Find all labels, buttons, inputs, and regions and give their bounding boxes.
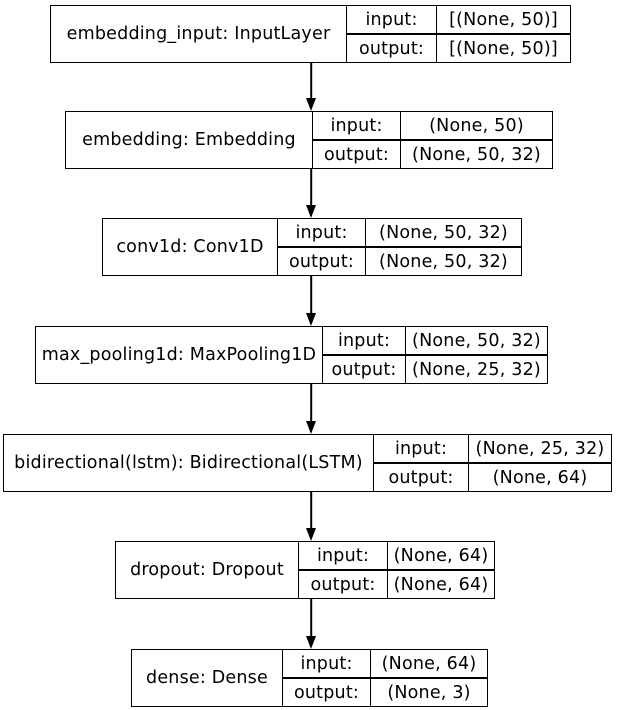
layer-io-table: input: (None, 25, 32) output: (None, 64) (374, 435, 611, 491)
io-output-label: output: (313, 141, 401, 168)
io-output-row: output: (None, 50, 32) (278, 247, 521, 275)
flow-arrow-icon (305, 169, 317, 218)
flow-arrow-icon (305, 599, 317, 649)
io-input-label: input: (323, 327, 406, 354)
io-output-label: output: (278, 248, 366, 275)
io-output-label: output: (299, 571, 388, 598)
io-output-shape: (None, 25, 32) (412, 359, 541, 380)
io-input-shape: (None, 25, 32) (475, 438, 605, 459)
layer-name-label: max_pooling1d: MaxPooling1D (36, 327, 323, 383)
flow-arrow-icon (305, 492, 317, 541)
io-input-shape: [(None, 50)] (449, 9, 558, 30)
layer-node: max_pooling1d: MaxPooling1D input: (None… (35, 326, 548, 384)
io-input-label: input: (347, 6, 437, 33)
io-output-label: output: (374, 464, 469, 491)
layer-io-table: input: [(None, 50)] output: [(None, 50)] (347, 6, 570, 62)
io-output-shape: (None, 64) (492, 467, 588, 488)
io-input-label: input: (374, 435, 469, 462)
layer-io-table: input: (None, 64) output: (None, 64) (299, 542, 494, 598)
io-output-row: output: [(None, 50)] (347, 34, 570, 62)
io-output-label: output: (283, 679, 371, 706)
io-input-row: input: [(None, 50)] (347, 6, 570, 34)
io-input-shape: (None, 50, 32) (412, 330, 541, 351)
io-input-shape: (None, 64) (381, 653, 477, 674)
io-output-row: output: (None, 64) (299, 570, 494, 598)
io-input-label: input: (299, 542, 388, 569)
io-output-row: output: (None, 25, 32) (323, 355, 547, 383)
layer-name-label: dense: Dense (132, 650, 283, 706)
io-output-label: output: (347, 35, 437, 62)
io-input-label: input: (283, 650, 371, 677)
io-input-row: input: (None, 50, 32) (278, 219, 521, 247)
layer-io-table: input: (None, 64) output: (None, 3) (283, 650, 487, 706)
layer-name-label: dropout: Dropout (116, 542, 299, 598)
io-input-label: input: (278, 219, 366, 246)
io-input-row: input: (None, 50, 32) (323, 327, 547, 355)
layer-node: dropout: Dropout input: (None, 64) outpu… (115, 541, 495, 599)
layer-io-table: input: (None, 50, 32) output: (None, 25,… (323, 327, 547, 383)
io-input-shape: (None, 50, 32) (379, 222, 508, 243)
flow-arrow-icon (305, 384, 317, 434)
io-input-row: input: (None, 25, 32) (374, 435, 611, 463)
layer-node: bidirectional(lstm): Bidirectional(LSTM)… (3, 434, 612, 492)
layer-name-label: embedding_input: InputLayer (51, 6, 347, 62)
io-output-row: output: (None, 3) (283, 678, 487, 706)
layer-name-label: embedding: Embedding (66, 112, 313, 168)
layer-node: embedding_input: InputLayer input: [(Non… (50, 5, 571, 63)
layer-io-table: input: (None, 50) output: (None, 50, 32) (313, 112, 552, 168)
io-input-row: input: (None, 64) (283, 650, 487, 678)
io-input-label: input: (313, 112, 401, 139)
io-output-row: output: (None, 50, 32) (313, 140, 552, 168)
io-output-shape: (None, 50, 32) (412, 144, 541, 165)
io-input-row: input: (None, 64) (299, 542, 494, 570)
io-input-row: input: (None, 50) (313, 112, 552, 140)
layer-name-label: bidirectional(lstm): Bidirectional(LSTM) (4, 435, 374, 491)
layer-node: dense: Dense input: (None, 64) output: (… (131, 649, 488, 707)
flow-arrow-icon (305, 276, 317, 326)
layer-node: embedding: Embedding input: (None, 50) o… (65, 111, 553, 169)
io-output-shape: (None, 64) (393, 574, 489, 595)
io-input-shape: (None, 64) (393, 545, 489, 566)
layer-io-table: input: (None, 50, 32) output: (None, 50,… (278, 219, 521, 275)
flow-arrow-icon (305, 63, 317, 111)
io-output-shape: (None, 3) (387, 682, 471, 703)
io-output-row: output: (None, 64) (374, 463, 611, 491)
layer-node: conv1d: Conv1D input: (None, 50, 32) out… (102, 218, 522, 276)
layer-name-label: conv1d: Conv1D (103, 219, 278, 275)
io-output-shape: (None, 50, 32) (379, 251, 508, 272)
io-output-shape: [(None, 50)] (449, 38, 558, 59)
io-output-label: output: (323, 356, 406, 383)
io-input-shape: (None, 50) (429, 115, 524, 136)
